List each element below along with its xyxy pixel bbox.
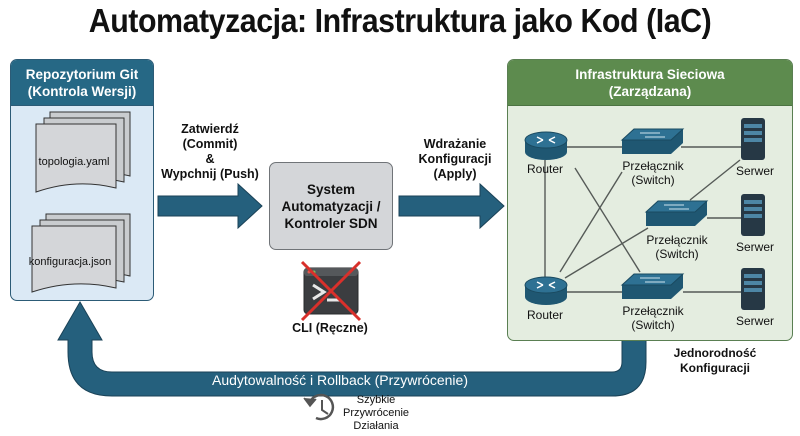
automation-system-box: System Automatyzacji / Kontroler SDN <box>269 162 393 250</box>
network-topology <box>524 118 765 310</box>
diagram-title: Automatyzacja: Infrastruktura jako Kod (… <box>88 2 712 39</box>
fast-recovery-label: Szybkie Przywrócenie Działania <box>342 394 410 432</box>
file-label: konfiguracja.json <box>28 256 112 268</box>
router-label: Router <box>526 162 564 176</box>
file-label: topologia.yaml <box>38 156 110 168</box>
file-stack-icon <box>35 111 131 193</box>
switch-icon <box>620 128 685 154</box>
router-icon <box>524 276 568 305</box>
server-icon <box>741 118 765 160</box>
router-icon <box>524 131 568 160</box>
commit-step-label: Zatwierdź (Commit) & Wypchnij (Push) <box>161 122 259 181</box>
feedback-loop-body <box>57 301 647 397</box>
cli-label: CLI (Ręczne) <box>292 321 368 335</box>
history-clock-icon <box>303 393 335 421</box>
router-label: Router <box>526 308 564 322</box>
repository-header: Repozytorium Git (Kontrola Wersji) <box>11 60 153 106</box>
network-links <box>544 146 741 293</box>
server-label: Serwer <box>735 314 774 328</box>
consistency-label: Jednorodność Konfiguracji <box>673 346 757 375</box>
deploy-step-label: Wdrażanie Konfiguracji (Apply) <box>418 137 492 181</box>
commit-arrow <box>157 182 263 230</box>
server-icon <box>741 194 765 236</box>
switch-icon <box>620 273 685 299</box>
infrastructure-header: Infrastruktura Sieciowa (Zarządzana) <box>508 60 792 106</box>
server-icon <box>741 268 765 310</box>
switch-label: Przełącznik (Switch) <box>622 159 684 187</box>
feedback-loop-label: Audytowalność i Rollback (Przywrócenie) <box>212 372 468 388</box>
cross-out-icon <box>300 260 362 322</box>
server-label: Serwer <box>735 164 774 178</box>
switch-icon <box>644 200 709 226</box>
file-stack-icon <box>31 213 131 293</box>
switch-label: Przełącznik (Switch) <box>622 304 684 332</box>
server-label: Serwer <box>735 240 774 254</box>
deploy-arrow <box>398 182 505 230</box>
switch-label: Przełącznik (Switch) <box>646 233 708 261</box>
file-stacks <box>31 111 131 293</box>
